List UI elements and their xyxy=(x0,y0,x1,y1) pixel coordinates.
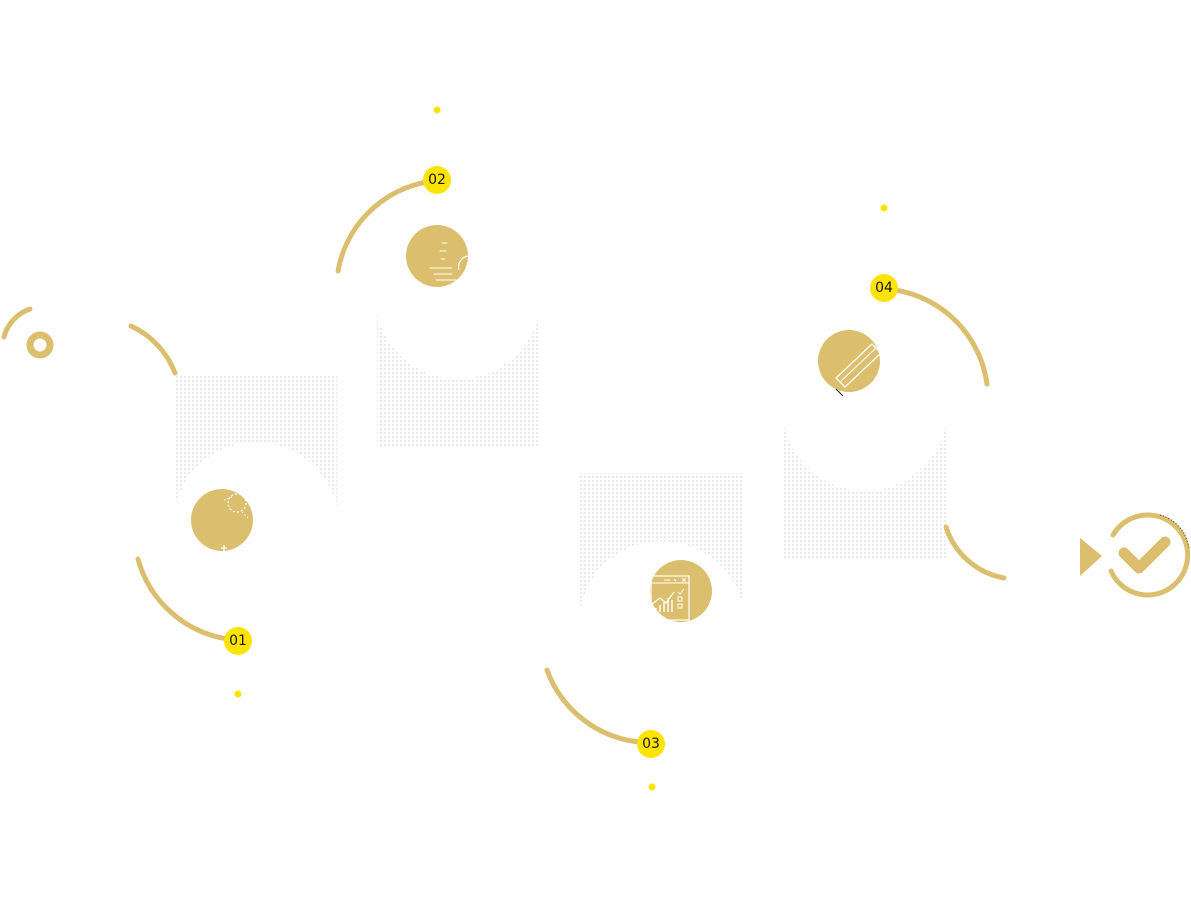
step-04: 04 xyxy=(782,204,1007,581)
step-arc xyxy=(892,287,990,387)
step-number: 04 xyxy=(875,280,893,296)
play-arrow-icon xyxy=(1080,538,1102,576)
step-arc xyxy=(335,179,430,274)
start-target-icon xyxy=(1,306,54,359)
step-03: 03 xyxy=(544,473,745,791)
step-number: 03 xyxy=(642,736,660,752)
step-dot xyxy=(648,783,656,791)
step-badge-04: 04 xyxy=(870,274,898,302)
white-disc xyxy=(173,442,339,608)
connector-arc xyxy=(943,524,1007,581)
browser-chart-icon xyxy=(650,560,712,622)
step-dot xyxy=(234,690,242,698)
step-arc xyxy=(544,667,643,745)
step-02: 02 xyxy=(335,106,541,446)
pencil-icon xyxy=(818,330,882,397)
step-badge-02: 02 xyxy=(423,166,451,194)
step-number: 01 xyxy=(229,633,247,649)
white-disc xyxy=(579,541,745,707)
step-number: 02 xyxy=(428,172,446,188)
step-dot xyxy=(433,106,441,114)
connector-arc xyxy=(128,323,178,376)
list-document-icon xyxy=(406,225,469,287)
step-dot xyxy=(880,204,888,212)
checkmark-icon xyxy=(1108,512,1191,598)
step-arc xyxy=(135,556,231,642)
gear-document-icon xyxy=(191,489,253,551)
step-01: 01 xyxy=(128,323,339,698)
step-badge-01: 01 xyxy=(224,627,252,655)
step-badge-03: 03 xyxy=(637,730,665,758)
